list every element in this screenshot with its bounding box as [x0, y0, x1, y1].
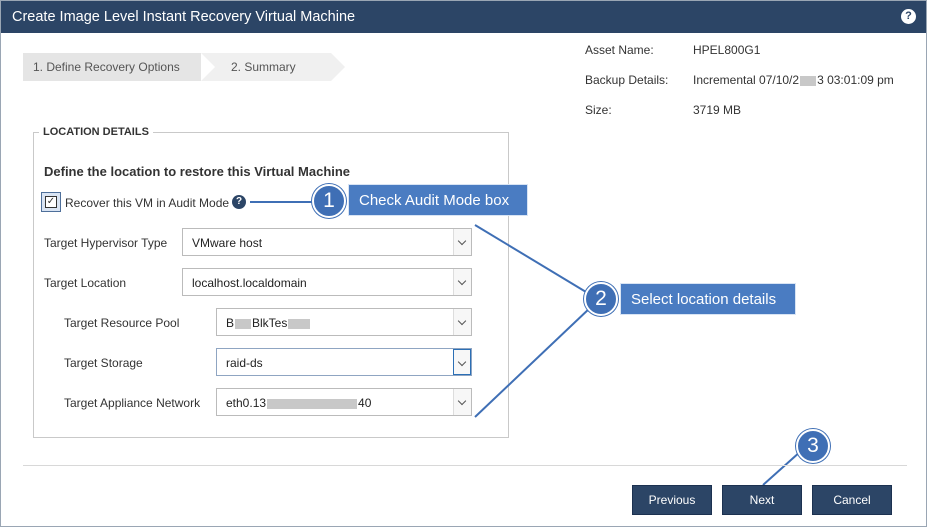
audit-help-icon[interactable]: ?: [232, 195, 246, 209]
dialog-title: Create Image Level Instant Recovery Virt…: [12, 9, 356, 25]
target-storage-value: raid-ds: [226, 356, 263, 370]
audit-mode-label: Recover this VM in Audit Mode: [65, 196, 230, 210]
connector-line-3: [762, 450, 802, 486]
title-bar: Create Image Level Instant Recovery Virt…: [1, 1, 926, 33]
help-icon[interactable]: ?: [901, 9, 916, 24]
chevron-down-icon[interactable]: [453, 349, 471, 375]
chevron-down-icon[interactable]: [453, 309, 471, 335]
hypervisor-type-label: Target Hypervisor Type: [44, 236, 168, 250]
appliance-network-label: Target Appliance Network: [64, 396, 201, 410]
callout-select-location: Select location details: [620, 283, 796, 315]
callout-check-audit-mode: Check Audit Mode box: [348, 184, 528, 216]
audit-mode-checkbox[interactable]: ✓: [41, 192, 61, 212]
chevron-down-icon[interactable]: [453, 269, 471, 295]
size-label: Size:: [585, 103, 612, 117]
section-heading: Define the location to restore this Virt…: [44, 164, 351, 179]
check-icon: ✓: [45, 196, 57, 208]
previous-button[interactable]: Previous: [632, 485, 712, 515]
chevron-down-icon[interactable]: [453, 229, 471, 255]
footer-divider: [23, 465, 907, 466]
backup-details-label: Backup Details:: [585, 73, 669, 87]
location-details-legend: LOCATION DETAILS: [39, 126, 153, 138]
hypervisor-type-value: VMware host: [192, 236, 263, 250]
cancel-button[interactable]: Cancel: [812, 485, 892, 515]
callout-badge-2: 2: [584, 282, 618, 316]
next-button[interactable]: Next: [722, 485, 802, 515]
step-define-recovery-options[interactable]: 1. Define Recovery Options: [23, 53, 215, 81]
step-summary[interactable]: 2. Summary: [201, 53, 345, 81]
size-value: 3719 MB: [693, 103, 742, 117]
resource-pool-label: Target Resource Pool: [64, 316, 180, 330]
target-storage-label: Target Storage: [64, 356, 143, 370]
asset-name-value: HPEL800G1: [693, 43, 761, 57]
target-location-label: Target Location: [44, 276, 127, 290]
target-storage-select[interactable]: raid-ds: [216, 348, 472, 376]
asset-name-label: Asset Name:: [585, 43, 654, 57]
chevron-down-icon[interactable]: [453, 389, 471, 415]
callout-badge-3: 3: [796, 429, 830, 463]
hypervisor-type-select[interactable]: VMware host: [182, 228, 472, 256]
target-location-value: localhost.localdomain: [192, 276, 307, 290]
callout-badge-1: 1: [312, 184, 346, 218]
target-location-select[interactable]: localhost.localdomain: [182, 268, 472, 296]
